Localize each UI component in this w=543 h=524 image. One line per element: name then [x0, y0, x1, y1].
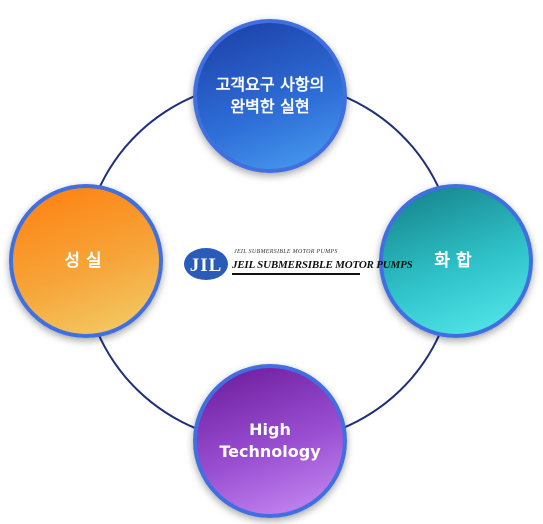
node-sincerity: 성실: [9, 184, 163, 338]
logo-small-text: JEIL SUBMERSIBLE MOTOR PUMPS: [234, 249, 338, 255]
node-harmony-label: 화합: [434, 250, 478, 271]
logo-mark-text: JIL: [190, 255, 223, 276]
jil-logo-icon: JIL: [184, 248, 228, 280]
logo-underline: [232, 273, 360, 275]
company-logo: JIL JEIL SUBMERSIBLE MOTOR PUMPS JEIL SU…: [182, 246, 413, 282]
node-customer-requirements: 고객요구 사항의 완벽한 실현: [193, 19, 347, 173]
node-high-technology-label: High Technology: [219, 420, 321, 461]
node-customer-requirements-label: 고객요구 사항의 완벽한 실현: [215, 75, 325, 116]
node-harmony: 화합: [379, 184, 533, 338]
node-sincerity-label: 성실: [64, 250, 108, 271]
logo-main-text: JEIL SUBMERSIBLE MOTOR PUMPS: [232, 259, 413, 271]
node-high-technology: High Technology: [193, 364, 347, 518]
